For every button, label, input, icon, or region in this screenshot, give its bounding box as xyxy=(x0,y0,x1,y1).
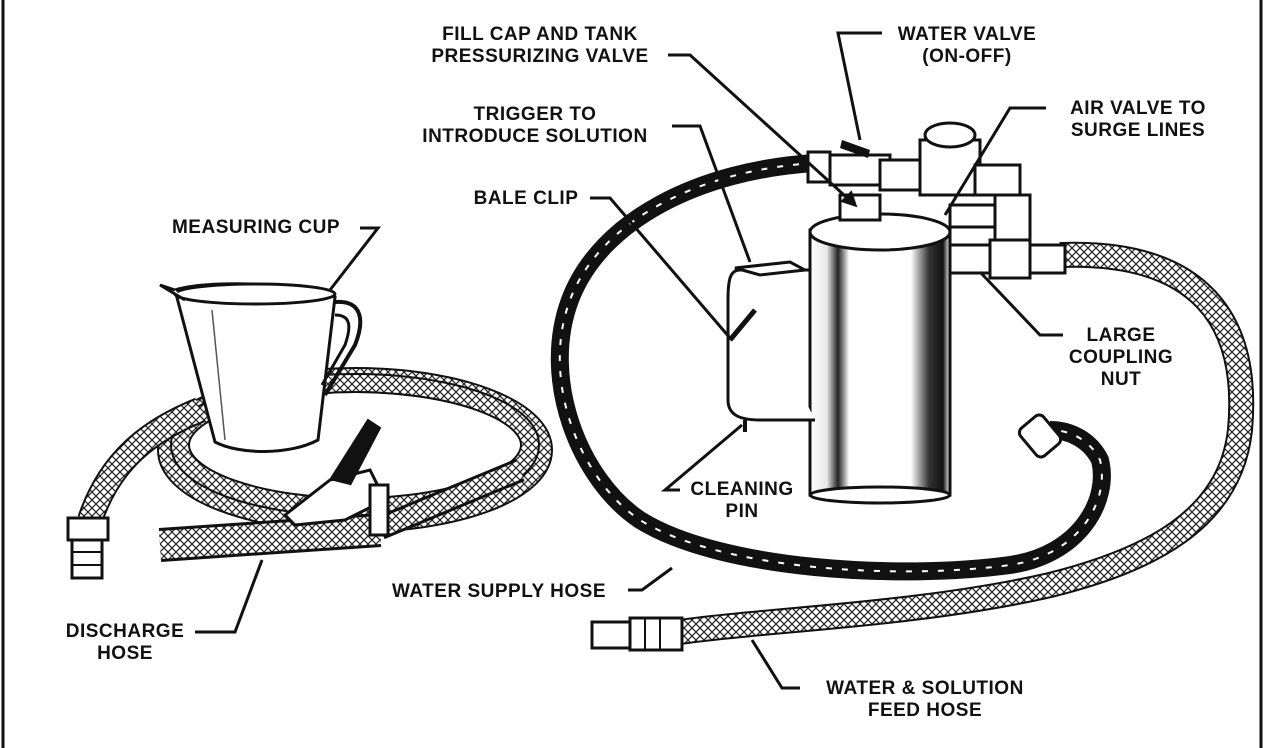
label-trigger: TRIGGER TO INTRODUCE SOLUTION xyxy=(422,104,648,147)
label-air-valve: AIR VALVE TO SURGE LINES xyxy=(1070,98,1206,141)
label-water-valve: WATER VALVE (ON-OFF) xyxy=(897,24,1037,67)
label-water-supply-hose: WATER SUPPLY HOSE xyxy=(391,581,607,602)
discharge-clamp xyxy=(282,418,390,537)
feed-hose xyxy=(590,241,1255,652)
label-fill-cap: FILL CAP AND TANK PRESSURIZING VALVE xyxy=(431,24,649,67)
label-feed-hose: WATER & SOLUTION FEED HOSE xyxy=(826,678,1024,721)
measuring-cup xyxy=(159,282,363,453)
pressure-tank xyxy=(726,193,952,505)
valve-assembly xyxy=(828,121,1067,280)
label-cleaning-pin: CLEANING PIN xyxy=(690,479,794,522)
discharge-hose-coil xyxy=(66,367,553,580)
leader-lines xyxy=(195,31,1063,690)
label-discharge-hose: DISCHARGE HOSE xyxy=(65,621,185,664)
label-bale-clip: BALE CLIP xyxy=(473,188,579,209)
label-large-coupling-nut: LARGE COUPLING NUT xyxy=(1068,325,1174,390)
label-measuring-cup: MEASURING CUP xyxy=(171,217,340,238)
